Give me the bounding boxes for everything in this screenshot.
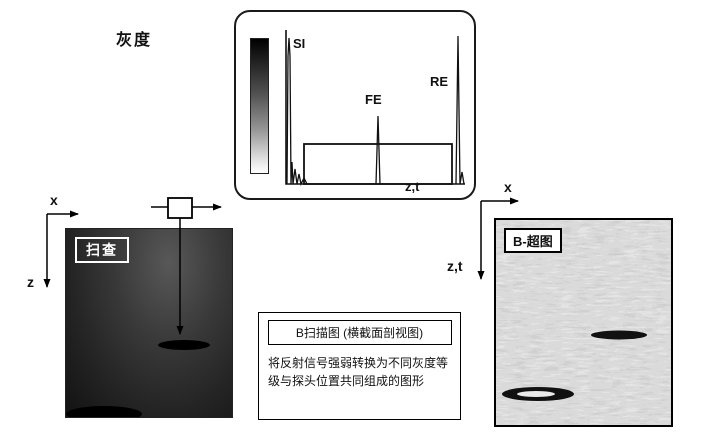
grayscale-gradient-bar [250, 38, 269, 174]
infobox-body: 将反射信号强弱转换为不同灰度等级与探头位置共同组成的图形 [268, 356, 449, 388]
label-si: SI [293, 36, 306, 51]
left-z-axis-label: z [27, 274, 34, 290]
bscan-noise-texture [496, 220, 671, 425]
bscan-image: B-超图 [494, 218, 673, 427]
scan-cross-section-image: 扫查 [65, 228, 233, 418]
grayscale-label: 灰度 [116, 32, 153, 49]
flaw-echo-spike [375, 115, 381, 185]
gate-rectangle [303, 143, 453, 185]
left-x-axis-label: x [50, 192, 58, 208]
defect-ellipse [158, 340, 210, 350]
label-fe: FE [365, 92, 382, 107]
infobox: B扫描图 (横截面剖视图) 将反射信号强弱转换为不同灰度等级与探头位置共同组成的… [258, 312, 461, 420]
ascan-axes [285, 30, 465, 185]
backwall-echo-spike [455, 35, 465, 185]
right-zt-axis-label: z,t [447, 258, 463, 274]
bscan-backwall-highlight [517, 391, 555, 397]
label-zt-axis: z,t [405, 179, 420, 194]
backwall-ellipse [66, 406, 142, 417]
bscan-defect-streak [591, 330, 647, 340]
initial-pulse-spike [286, 37, 308, 186]
ascan-display: SI FE RE z,t [234, 10, 476, 200]
infobox-title: B扫描图 (横截面剖视图) [267, 320, 452, 345]
right-x-axis-label: x [504, 179, 512, 195]
label-re: RE [430, 74, 449, 89]
bscan-label: B-超图 [504, 228, 562, 253]
scan-defect-shapes [66, 340, 210, 417]
scan-label: 扫查 [75, 237, 129, 263]
transducer-probe [167, 197, 193, 219]
ascan-waveform [285, 30, 465, 186]
